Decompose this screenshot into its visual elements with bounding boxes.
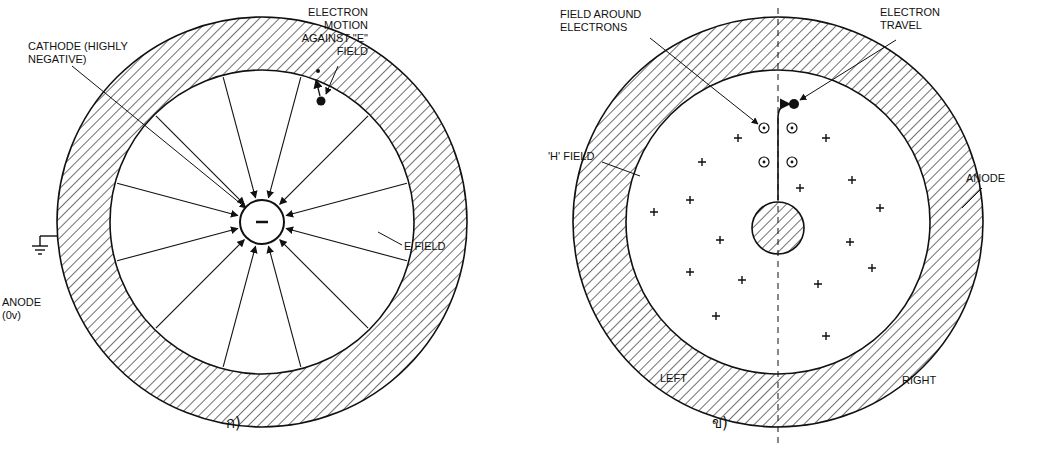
e-field-arrow bbox=[286, 183, 407, 215]
part-label: ANODE bbox=[966, 172, 1026, 185]
part-label: ANODE (0v) bbox=[2, 296, 50, 322]
h-field-cross bbox=[650, 208, 658, 216]
e-field-arrow bbox=[156, 240, 244, 328]
e-field-arrow bbox=[156, 116, 244, 204]
callout-label: ELECTRON MOTION AGAINST "E" FIELD bbox=[276, 6, 368, 58]
part-label: CATHODE (HIGHLY NEGATIVE) bbox=[28, 40, 138, 66]
h-field-cross bbox=[686, 268, 694, 276]
electron bbox=[316, 69, 326, 106]
e-field-arrow bbox=[117, 228, 238, 260]
e-field-arrow bbox=[268, 77, 300, 198]
h-field-cross bbox=[876, 204, 884, 212]
negative-sign bbox=[256, 221, 268, 224]
h-field-cross bbox=[822, 332, 830, 340]
anode-ring bbox=[57, 17, 467, 427]
h-field-cross bbox=[796, 184, 804, 192]
field-label: E FIELD bbox=[404, 240, 464, 253]
side-label: RIGHT bbox=[902, 374, 962, 387]
e-field-arrow bbox=[280, 116, 368, 204]
callout-label: FIELD AROUND ELECTRONS bbox=[560, 8, 690, 34]
e-field-arrow bbox=[117, 183, 238, 215]
panel-label: ก) bbox=[226, 414, 266, 432]
panel-label: ข) bbox=[712, 414, 752, 432]
e-field-arrow bbox=[286, 228, 407, 260]
e-field-arrow bbox=[268, 246, 300, 367]
cathode bbox=[240, 200, 284, 244]
ground-symbol bbox=[32, 236, 57, 254]
e-field-arrows bbox=[117, 77, 407, 367]
callout-label: ELECTRON TRAVEL bbox=[880, 6, 960, 32]
e-field-arrow bbox=[223, 246, 255, 367]
h-field-cross bbox=[868, 264, 876, 272]
field-dot-symbols bbox=[759, 123, 797, 167]
field-label: 'H' FIELD bbox=[548, 150, 608, 163]
h-field-cross bbox=[848, 176, 856, 184]
h-field-cross bbox=[734, 134, 742, 142]
field-dot-centers bbox=[763, 127, 794, 164]
h-field-cross bbox=[846, 238, 854, 246]
e-field-arrow bbox=[223, 77, 255, 198]
h-field-cross bbox=[698, 158, 706, 166]
h-field-cross bbox=[686, 196, 694, 204]
h-field-cross bbox=[814, 280, 822, 288]
h-field-cross bbox=[822, 134, 830, 142]
side-label: LEFT bbox=[660, 372, 710, 385]
h-field-cross bbox=[712, 312, 720, 320]
h-field-crosses bbox=[650, 134, 884, 340]
leader-lines bbox=[72, 38, 982, 245]
center-line bbox=[778, 8, 779, 446]
e-field-arrow bbox=[280, 240, 368, 328]
h-field-cross bbox=[738, 276, 746, 284]
h-field-cross bbox=[716, 236, 724, 244]
electron-path bbox=[778, 99, 799, 200]
